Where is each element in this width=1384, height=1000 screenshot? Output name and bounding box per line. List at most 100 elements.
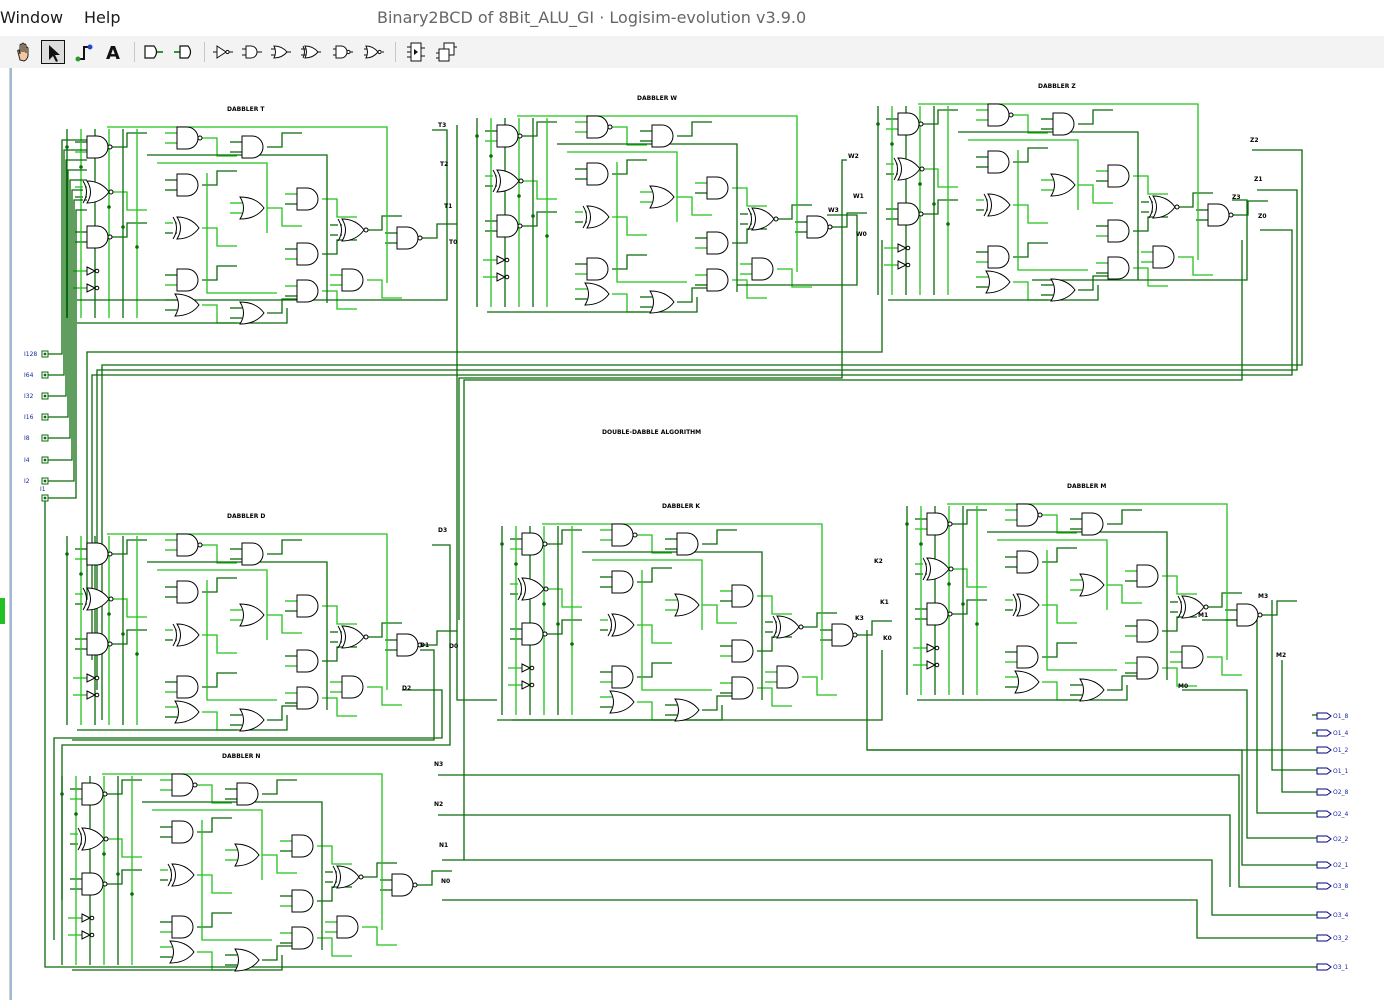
and-gate[interactable] [987,150,1010,174]
output-pin[interactable] [1316,963,1332,971]
and-gate[interactable] [611,665,634,689]
and-gate[interactable] [296,242,319,266]
and-gate[interactable] [1136,564,1159,588]
or-gate[interactable] [649,185,675,209]
or-gate[interactable] [169,940,195,964]
nand-gate[interactable] [897,202,924,226]
and-gate[interactable] [1152,245,1175,269]
or-gate[interactable] [1079,573,1105,597]
not-gate-icon[interactable] [211,40,235,64]
nand-gate[interactable] [176,126,203,150]
and-gate[interactable] [586,162,609,186]
and-gate[interactable] [987,245,1010,269]
output-pin[interactable] [1316,746,1332,754]
or-gate-icon[interactable] [269,40,293,64]
and-gate[interactable] [611,570,634,594]
nand-gate[interactable] [86,632,113,656]
and-gate[interactable] [296,649,319,673]
and-gate[interactable] [176,268,199,292]
xnor-gate[interactable] [332,865,364,889]
nand-gate[interactable] [926,512,953,536]
not-gate[interactable] [897,260,911,270]
and-gate[interactable] [1107,256,1130,280]
and-gate[interactable] [176,173,199,197]
not-gate[interactable] [521,680,535,690]
not-gate[interactable] [81,930,95,940]
xor-gate[interactable] [167,863,195,887]
nand-gate[interactable] [521,532,548,556]
not-gate[interactable] [496,255,510,265]
or-gate[interactable] [674,593,700,617]
and-gate[interactable] [291,926,314,950]
and-gate[interactable] [1016,550,1039,574]
not-gate[interactable] [926,643,940,653]
nand-gate[interactable] [86,225,113,249]
xor-gate[interactable] [607,613,635,637]
and-gate[interactable] [341,268,364,292]
and-gate[interactable] [1136,619,1159,643]
nand-gate[interactable] [81,872,108,896]
not-gate[interactable] [81,913,95,923]
nand-gate[interactable] [586,115,613,139]
or-gate[interactable] [584,282,610,306]
output-pin[interactable] [1316,835,1332,843]
or-gate[interactable] [239,196,265,220]
xnor-gate[interactable] [922,557,954,581]
nand-gate[interactable] [171,773,198,797]
and-gate[interactable] [291,834,314,858]
not-gate[interactable] [86,283,100,293]
and-gate[interactable] [176,675,199,699]
or-gate[interactable] [174,293,200,317]
and-gate[interactable] [241,135,264,159]
xor-gate[interactable] [172,623,200,647]
nor-gate-icon[interactable] [362,40,386,64]
and-gate[interactable] [651,124,674,148]
or-gate[interactable] [1079,678,1105,702]
and-gate[interactable] [731,584,754,608]
output-pin[interactable] [1316,767,1332,775]
and-gate[interactable] [176,580,199,604]
nand-gate[interactable] [897,112,924,136]
menu-window[interactable]: Window [0,8,64,27]
and-gate[interactable] [751,257,774,281]
nand-gate[interactable] [391,873,418,897]
nand-gate[interactable] [831,623,858,647]
and-gate[interactable] [236,782,259,806]
and-gate[interactable] [296,187,319,211]
or-gate[interactable] [649,290,675,314]
output-pin[interactable] [1316,712,1332,720]
and-gate[interactable] [296,686,319,710]
and-gate[interactable] [1107,219,1130,243]
nand-gate[interactable] [496,124,523,148]
nand-gate[interactable] [521,622,548,646]
nand-gate[interactable] [987,103,1014,127]
and-gate[interactable] [706,231,729,255]
nand-gate[interactable] [1016,503,1043,527]
appearance-icon[interactable] [434,40,458,64]
not-gate[interactable] [86,690,100,700]
or-gate[interactable] [674,698,700,722]
text-icon[interactable]: A [101,40,125,64]
or-gate[interactable] [239,603,265,627]
and-gate-icon[interactable] [240,40,264,64]
or-gate[interactable] [239,708,265,732]
or-gate[interactable] [174,700,200,724]
subcircuit-icon[interactable] [404,40,428,64]
output-pin-icon[interactable] [172,40,196,64]
select-arrow-icon[interactable] [41,40,65,64]
xnor-gate[interactable] [82,180,114,204]
not-gate[interactable] [521,663,535,673]
nand-gate[interactable] [1236,603,1263,627]
nand-gate[interactable] [396,226,423,250]
and-gate[interactable] [1081,512,1104,536]
and-gate[interactable] [1181,645,1204,669]
not-gate[interactable] [86,266,100,276]
nand-gate[interactable] [176,533,203,557]
hand-poke-icon[interactable] [11,40,35,64]
output-pin[interactable] [1316,861,1332,869]
xor-gate[interactable] [1012,593,1040,617]
xnor-gate[interactable] [337,625,369,649]
xnor-gate[interactable] [492,169,524,193]
